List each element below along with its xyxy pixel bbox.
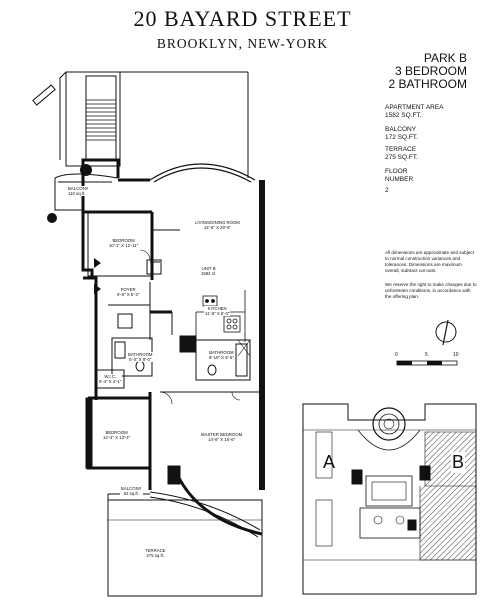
- kitchen-fixtures: [195, 290, 246, 342]
- room-foyer: FOYER 6'-6" X 5'-3": [116, 287, 141, 297]
- spec-floor-label: FLOOR: [385, 168, 408, 175]
- room-bathroom-2-name: BATHROOM: [209, 350, 234, 355]
- room-unit-name: UNIT B: [201, 266, 216, 271]
- keyplan-label-a: A: [323, 452, 336, 472]
- room-balcony-bottom-area: 62 sq.ft.: [123, 491, 139, 496]
- note-reserve: We reserve the right to make changes due…: [385, 282, 477, 299]
- room-bedroom-2-dim: 12'-4" X 13'-4": [103, 435, 131, 440]
- building-address: BROOKLYN, NEW-YORK: [156, 36, 329, 51]
- spec-balcony: BALCONY 172 SQ.FT.: [385, 126, 418, 142]
- room-master-dim: 14'-6" X 15'-6": [208, 437, 236, 442]
- column-dot-top: [80, 164, 92, 176]
- spec-balcony-value: 172 SQ.FT.: [385, 134, 418, 141]
- spec-terrace: TERRACE 275 SQ.FT.: [385, 146, 418, 162]
- room-living-dim: 14'-6" X 29'-6": [203, 225, 232, 230]
- bedroom-1-walls: [83, 210, 154, 280]
- room-bedroom-1-dim: 10'-1" X 12'-11": [109, 243, 139, 248]
- room-balcony-top-area: 110 sq.ft.: [68, 191, 86, 196]
- room-wic-name: W.I.C.: [104, 374, 117, 379]
- room-bedroom-1-name: BEDROOM: [112, 238, 135, 243]
- room-bedroom-1: BEDROOM 10'-1" X 12'-11": [108, 238, 140, 248]
- room-balcony-top: BALCONY 110 sq.ft.: [67, 186, 90, 196]
- room-bathroom-1: BATHROOM 5'-0" X 8'-0": [127, 352, 154, 362]
- scale-zero: 0: [395, 352, 398, 358]
- column-dot-mid: [47, 213, 57, 223]
- unit-name: PARK B: [423, 51, 467, 65]
- spec-area-label: APARTMENT AREA: [385, 104, 444, 111]
- room-bathroom-2: BATHROOM 8'-10" X 5'-5": [208, 350, 235, 360]
- room-wic: W.I.C. 5'-4" X 4'-1": [98, 374, 123, 384]
- scale-ten: 10: [453, 352, 459, 358]
- spec-terrace-value: 275 SQ.FT.: [385, 154, 418, 161]
- room-bathroom-2-dim: 8'-10" X 5'-5": [209, 355, 234, 360]
- room-bedroom-2-name: BEDROOM: [105, 430, 128, 435]
- spec-floor-label2: NUMBER: [385, 176, 414, 183]
- room-bathroom-1-dim: 5'-0" X 8'-0": [129, 357, 152, 362]
- interior-walls: [108, 229, 180, 340]
- note-dimensions: All dimensions are approximate and subje…: [385, 250, 474, 273]
- room-bathroom-1-name: BATHROOM: [128, 352, 153, 357]
- lower-rooms: [85, 391, 262, 485]
- building-title: 20 BAYARD STREET: [133, 6, 352, 31]
- spec-floor: FLOOR NUMBER 2: [385, 168, 413, 195]
- key-plan: [302, 403, 477, 595]
- unit-bathrooms: 2 BATHROOM: [388, 77, 467, 91]
- keyplan-label-b: B: [451, 452, 466, 473]
- room-kitchen-dim: 11'-8" X 6'-0": [205, 311, 230, 316]
- spec-area: APARTMENT AREA 1582 SQ.FT.: [385, 104, 444, 120]
- unit-title: PARK B 3 BEDROOM 2 BATHROOM: [389, 52, 467, 91]
- spec-area-value: 1582 SQ.FT.: [385, 112, 422, 119]
- entry-arrow-icon-2: [94, 258, 101, 268]
- entry-arrow-icon: [94, 284, 101, 294]
- spec-floor-value: 2: [385, 187, 389, 194]
- scale-five: 5: [425, 352, 428, 358]
- room-foyer-dim: 6'-6" X 5'-3": [117, 292, 140, 297]
- exterior-walls: [81, 158, 265, 490]
- room-bedroom-2: BEDROOM 12'-4" X 13'-4": [102, 430, 132, 440]
- room-terrace-name: TERRACE: [145, 548, 166, 553]
- spec-terrace-label: TERRACE: [385, 146, 417, 153]
- balcony-bottom: [107, 475, 263, 538]
- room-unit: UNIT B 1582 sf.: [200, 266, 218, 276]
- living-bay: [118, 163, 256, 183]
- north-arrow-icon: [435, 319, 457, 346]
- room-master: MASTER BEDROOM 14'-6" X 15'-6": [200, 432, 244, 442]
- room-balcony-bottom: BALCONY 62 sq.ft.: [120, 486, 143, 496]
- room-terrace-area: 275 sq.ft.: [146, 553, 165, 558]
- room-living: LIVING/DINING ROOM 14'-6" X 29'-6": [194, 220, 241, 230]
- room-wic-dim: 5'-4" X 4'-1": [99, 379, 122, 384]
- spec-balcony-label: BALCONY: [385, 126, 417, 133]
- balcony-top: [54, 173, 119, 211]
- scale-bar: 0 5 10: [387, 352, 467, 372]
- unit-bedrooms: 3 BEDROOM: [394, 64, 467, 78]
- room-unit-area: 1582 sf.: [201, 271, 217, 276]
- room-balcony-top-name: BALCONY: [68, 186, 89, 191]
- room-balcony-bottom-name: BALCONY: [121, 486, 142, 491]
- stair-structure: [32, 71, 249, 178]
- terrace: [107, 499, 263, 597]
- room-living-name: LIVING/DINING ROOM: [195, 220, 240, 225]
- room-kitchen: KITCHEN 11'-8" X 6'-0": [204, 306, 231, 316]
- room-terrace: TERRACE 275 sq.ft.: [144, 548, 167, 558]
- room-master-name: MASTER BEDROOM: [201, 432, 243, 437]
- room-kitchen-name: KITCHEN: [207, 306, 227, 311]
- wic-walls: [95, 369, 125, 389]
- room-foyer-name: FOYER: [120, 287, 136, 292]
